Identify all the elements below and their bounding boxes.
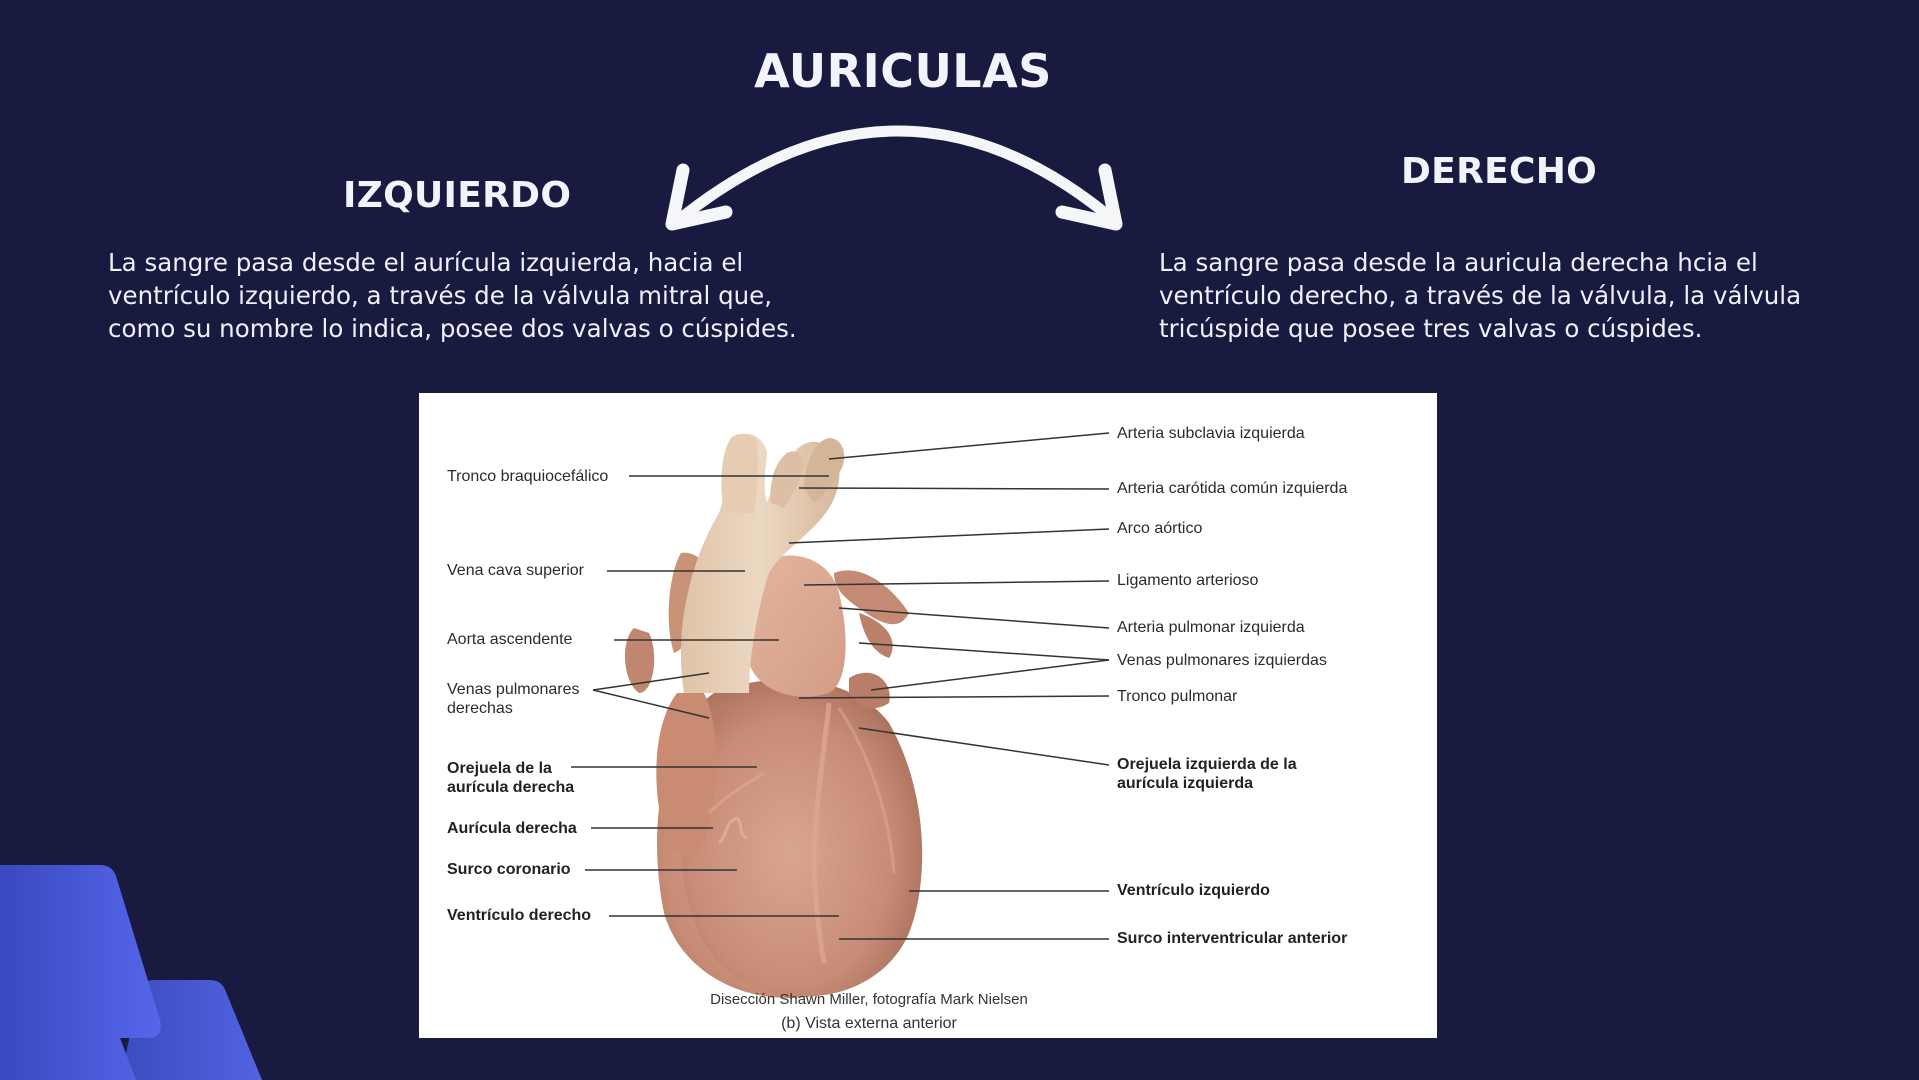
left-heading: IZQUIERDO [343, 175, 572, 216]
heart-anatomy-figure: Tronco braquiocefálico Vena cava superio… [419, 393, 1437, 1038]
label-arco-aortico: Arco aórtico [1117, 520, 1203, 537]
label-arteria-pulmonar-izquierda: Arteria pulmonar izquierda [1117, 619, 1305, 636]
double-headed-curved-arrow-icon [665, 125, 1123, 231]
heart-illustration [571, 432, 1110, 998]
right-heading: DERECHO [1401, 151, 1598, 192]
slide-title: AURICULAS [754, 44, 1052, 98]
label-tronco-braquiocefalico: Tronco braquiocefálico [447, 468, 609, 485]
label-venas-pulmonares-derechas: Venas pulmonares derechas [447, 681, 580, 717]
figure-credit: Disección Shawn Miller, fotografía Mark … [710, 991, 1028, 1008]
label-arteria-subclavia-izquierda: Arteria subclavia izquierda [1117, 425, 1305, 442]
label-surco-coronario: Surco coronario [447, 861, 571, 878]
label-orejuela-izquierda: Orejuela izquierda de la aurícula izquie… [1117, 756, 1297, 792]
left-description: La sangre pasa desde el aurícula izquier… [108, 248, 797, 343]
label-auricula-derecha: Aurícula derecha [447, 820, 577, 837]
decorative-shapes [0, 865, 262, 1080]
label-ligamento-arterioso: Ligamento arterioso [1117, 572, 1259, 589]
label-vena-cava-superior: Vena cava superior [447, 562, 584, 579]
label-aorta-ascendente: Aorta ascendente [447, 631, 573, 648]
label-ventriculo-izquierdo: Ventrículo izquierdo [1117, 882, 1270, 899]
label-surco-interventricular-anterior: Surco interventricular anterior [1117, 930, 1348, 947]
label-tronco-pulmonar: Tronco pulmonar [1117, 688, 1238, 705]
figure-caption: (b) Vista externa anterior [781, 1015, 957, 1032]
right-description: La sangre pasa desde la auricula derecha… [1159, 248, 1802, 343]
label-arteria-carotida-comun-izquierda: Arteria carótida común izquierda [1117, 480, 1348, 497]
label-ventriculo-derecho: Ventrículo derecho [447, 907, 592, 924]
label-venas-pulmonares-izquierdas: Venas pulmonares izquierdas [1117, 652, 1327, 669]
label-orejuela-auricula-derecha: Orejuela de la aurícula derecha [447, 760, 575, 796]
